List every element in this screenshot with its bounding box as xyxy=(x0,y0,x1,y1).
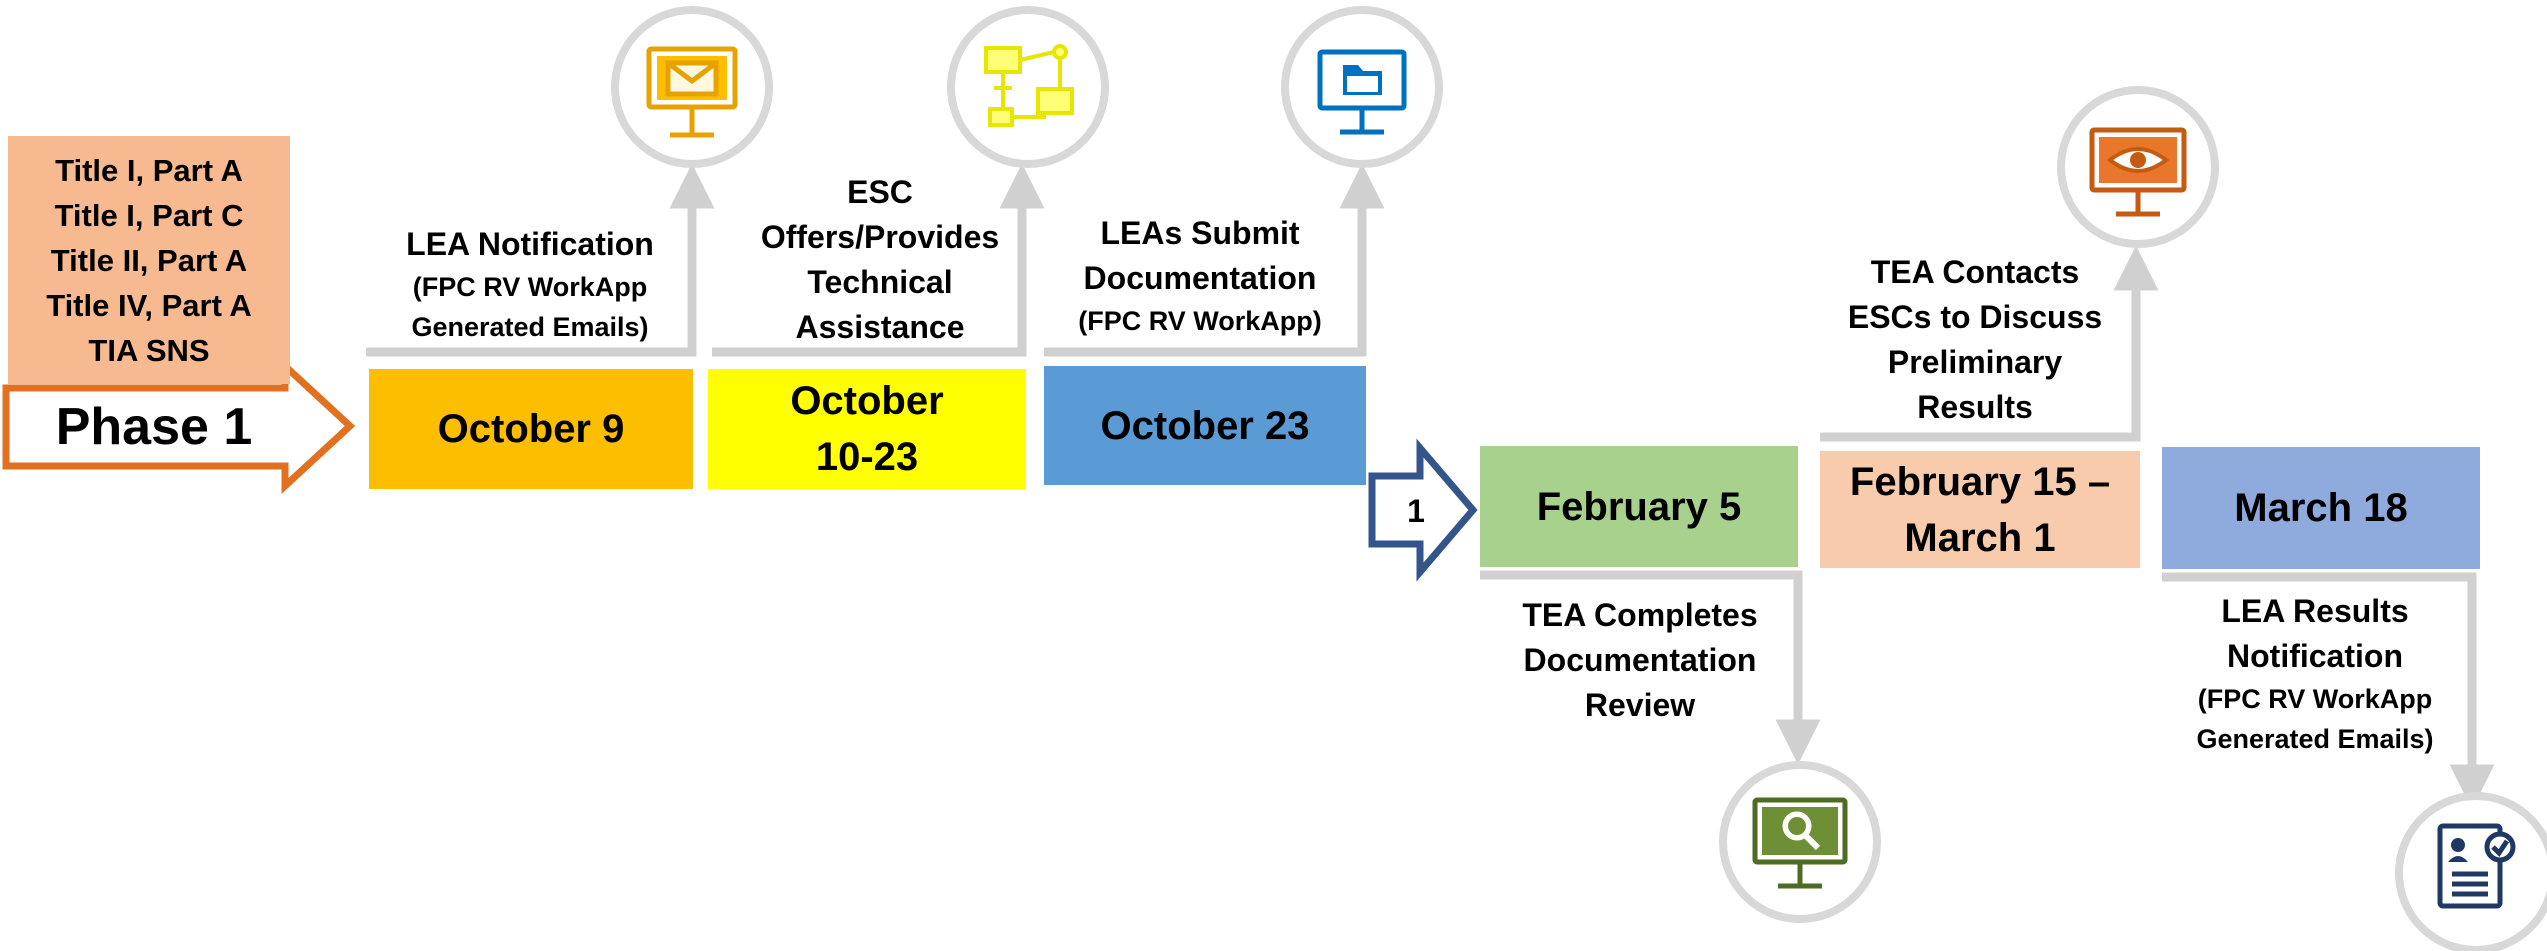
search-monitor-icon xyxy=(1752,797,1848,889)
description-mar18: LEA Results Notification (FPC RV WorkApp… xyxy=(2196,593,2434,754)
description-oct10-23: ESC Offers/Provides Technical Assistance xyxy=(760,174,1000,345)
program-list: Title I, Part A Title I, Part C Title II… xyxy=(8,136,290,384)
email-monitor-icon xyxy=(646,46,738,138)
connector-oct23 xyxy=(1044,163,1385,357)
icon-circle-oct10 xyxy=(947,6,1109,168)
description-feb5: TEA Completes Documentation Review xyxy=(1522,597,1758,723)
date-box-oct23: October 23 xyxy=(1044,366,1366,485)
phase-arrow xyxy=(2,358,356,494)
description-oct23: LEAs Submit Documentation (FPC RV WorkAp… xyxy=(1078,215,1322,336)
phase-label: Phase 1 xyxy=(55,398,253,456)
program-title: Title II, Part A xyxy=(50,242,248,278)
description-feb15-mar1: TEA Contacts ESCs to Discuss Preliminary… xyxy=(1847,254,2103,425)
date-box-oct9: October 9 xyxy=(369,369,693,489)
connector-mar18 xyxy=(2162,572,2495,810)
program-title: Title I, Part C xyxy=(54,197,244,233)
program-title: TIA SNS xyxy=(88,332,210,368)
step-badge-arrow xyxy=(1368,438,1478,582)
connector-feb5 xyxy=(1480,570,1821,765)
network-diagram-icon xyxy=(984,44,1074,127)
connector-feb15 xyxy=(1820,245,2159,442)
eye-monitor-icon xyxy=(2089,127,2187,217)
date-box-oct10-23: October 10-23 xyxy=(708,369,1026,489)
date-box-feb15-mar1: February 15 – March 1 xyxy=(1820,451,2140,568)
description-oct9: LEA Notification (FPC RV WorkApp Generat… xyxy=(406,226,654,342)
date-box-feb5: February 5 xyxy=(1480,446,1798,567)
folder-monitor-icon xyxy=(1317,49,1407,135)
program-title: Title IV, Part A xyxy=(46,287,252,323)
connector-oct10 xyxy=(712,163,1045,357)
program-title: Title I, Part A xyxy=(55,152,243,188)
connector-oct9 xyxy=(366,163,715,357)
document-check-icon xyxy=(2437,823,2516,909)
date-box-mar18: March 18 xyxy=(2162,447,2480,569)
step-badge-label: 1 xyxy=(1407,492,1425,529)
